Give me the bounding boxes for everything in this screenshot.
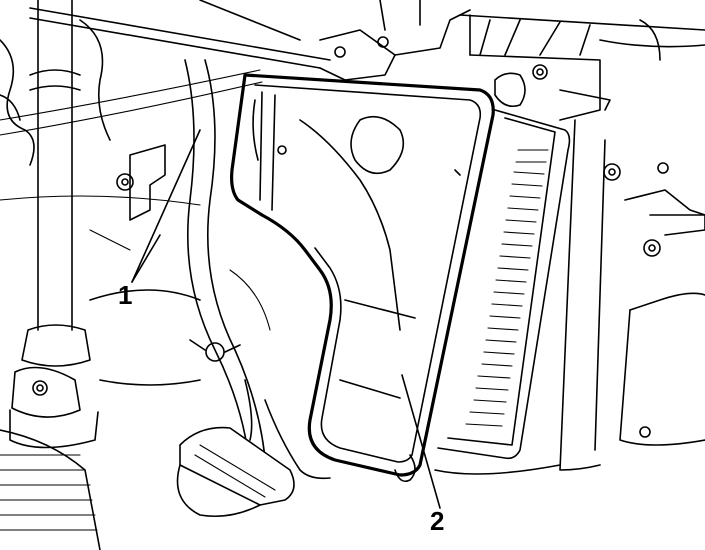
hose-lines	[0, 59, 267, 471]
floor-contours	[89, 229, 561, 480]
dash-panel-left	[0, 19, 201, 206]
air-cleaner-housing	[230, 73, 495, 483]
right-body-panel	[459, 14, 705, 471]
leader-line-1b	[131, 234, 161, 283]
steering-shaft	[0, 0, 101, 550]
callout-label-2: 2	[430, 506, 445, 536]
air-filter-element	[437, 109, 571, 460]
callout-leader-lines	[131, 129, 441, 509]
callout-label-1: 1	[118, 280, 133, 310]
upper-bracket	[29, 0, 471, 81]
leader-line-2	[401, 374, 441, 509]
pedal	[176, 379, 295, 518]
leader-line-1	[131, 129, 201, 283]
